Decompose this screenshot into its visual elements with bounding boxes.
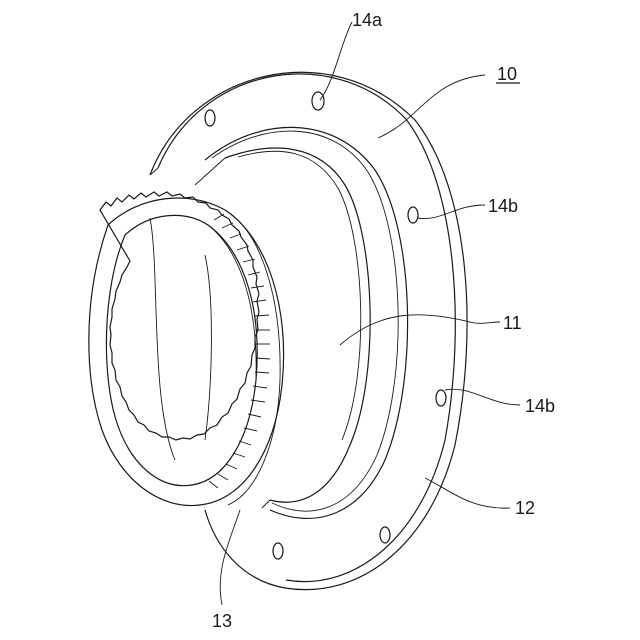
reference-labels: 14a 10 14b 11 14b 12 13 — [212, 10, 555, 631]
bolt-hole-14b-lower — [436, 390, 446, 406]
bolt-hole — [205, 110, 215, 126]
flange-plate — [150, 72, 467, 589]
bolt-hole — [273, 543, 283, 559]
bolt-hole — [380, 527, 390, 543]
bolt-holes — [205, 92, 446, 559]
leader-14a — [320, 22, 352, 100]
bolt-hole-14a — [312, 92, 324, 110]
label-14b-lower: 14b — [525, 396, 555, 416]
label-13: 13 — [212, 611, 232, 631]
label-10: 10 — [497, 64, 517, 84]
leader-14b-lower — [445, 389, 520, 405]
label-12: 12 — [515, 498, 535, 518]
leader-11 — [340, 315, 500, 345]
label-11: 11 — [503, 313, 522, 333]
label-14b-upper: 14b — [488, 196, 518, 216]
ring-gear — [89, 192, 284, 506]
label-14a: 14a — [352, 10, 383, 30]
leader-10 — [378, 75, 485, 138]
leader-14b-upper — [418, 205, 485, 219]
bolt-hole-14b-upper — [408, 207, 418, 223]
